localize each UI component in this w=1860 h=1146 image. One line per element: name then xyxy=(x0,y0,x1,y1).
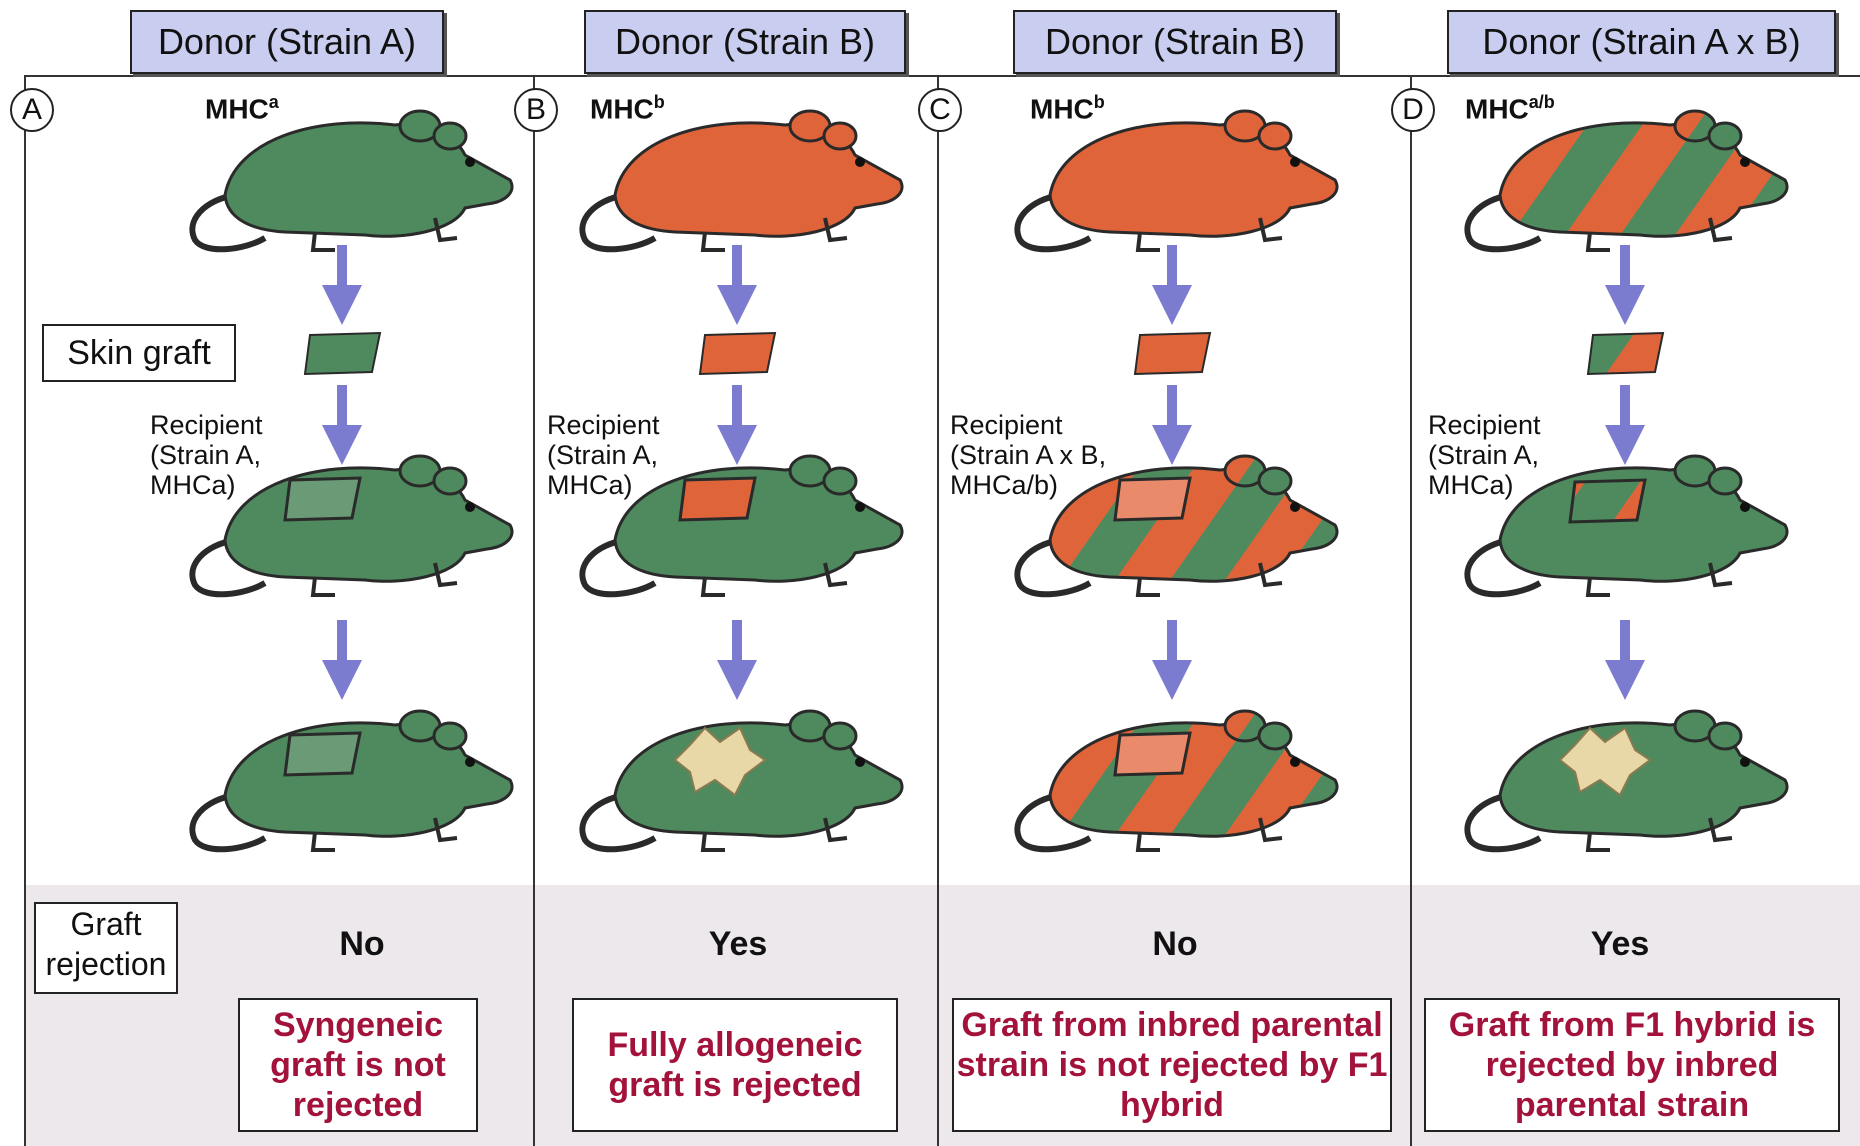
donor-mhc-a: MHCa xyxy=(205,92,279,125)
mhc-superscript: b xyxy=(1094,92,1105,112)
mhc-superscript: a/b xyxy=(1529,92,1555,112)
caption-c: Graft from inbred parental strain is not… xyxy=(952,998,1392,1132)
caption-b: Fully allogeneic graft is rejected xyxy=(572,998,898,1132)
caption-d: Graft from F1 hybrid is rejected by inbr… xyxy=(1424,998,1840,1132)
recipient-label-b: Recipient (Strain A, MHCa) xyxy=(547,410,660,500)
donor-mhc-c: MHCb xyxy=(1030,92,1105,125)
recipient-label-c: Recipient (Strain A x B, MHCa/b) xyxy=(950,410,1106,500)
caption-text: Graft from F1 hybrid is rejected by inbr… xyxy=(1426,1005,1838,1125)
panel-label-c: C xyxy=(918,88,962,132)
recipient-label-a: Recipient (Strain A, MHCa) xyxy=(150,410,263,500)
panel-label-b: B xyxy=(514,88,558,132)
graft-rejection-label: Graft rejection xyxy=(34,902,178,994)
caption-text: Graft from inbred parental strain is not… xyxy=(954,1005,1390,1125)
skin-graft-label: Skin graft xyxy=(42,324,236,382)
mhc-text: MHC xyxy=(205,93,269,124)
donor-mhc-d: MHCa/b xyxy=(1465,92,1555,125)
mhc-text: MHC xyxy=(1030,93,1094,124)
donor-mhc-b: MHCb xyxy=(590,92,665,125)
caption-a: Syngeneic graft is not rejected xyxy=(238,998,478,1132)
recipient-label-d: Recipient (Strain A, MHCa) xyxy=(1428,410,1541,500)
panel-label-d: D xyxy=(1391,88,1435,132)
panel-label-a: A xyxy=(10,88,54,132)
mhc-text: MHC xyxy=(1465,93,1529,124)
rejection-result-d: Yes xyxy=(1540,925,1700,964)
mhc-superscript: a xyxy=(269,92,279,112)
rejection-result-b: Yes xyxy=(658,925,818,964)
rejection-result-c: No xyxy=(1095,925,1255,964)
caption-text: Fully allogeneic graft is rejected xyxy=(574,1025,896,1105)
mhc-superscript: b xyxy=(654,92,665,112)
rejection-result-a: No xyxy=(282,925,442,964)
mhc-text: MHC xyxy=(590,93,654,124)
caption-text: Syngeneic graft is not rejected xyxy=(240,1005,476,1125)
